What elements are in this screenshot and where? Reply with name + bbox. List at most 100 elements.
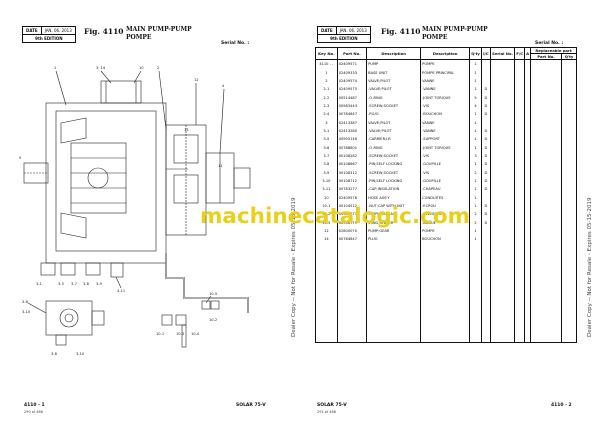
cell-replaceable-part-no xyxy=(530,193,563,202)
cell-ic xyxy=(480,226,491,236)
callout: 10-1 xyxy=(156,332,164,336)
figure-number: Fig. 4110 xyxy=(381,27,421,36)
catalog-watermark: machinecatalogic.com xyxy=(200,204,470,229)
cell-description-fr: POMPE xyxy=(420,226,471,236)
serial-label: Serial No. : xyxy=(221,41,250,46)
empty-cell xyxy=(514,243,526,343)
cell-serial xyxy=(489,135,516,144)
cell-fc xyxy=(514,185,526,194)
cell-part-no: 02413280 xyxy=(336,126,368,136)
callout: 3-8 xyxy=(83,282,90,286)
cell-qty: 2 xyxy=(469,168,482,177)
cell-qty: 1 xyxy=(469,193,482,202)
cell-ic: D xyxy=(480,110,491,119)
cell-description-fr: VANNE xyxy=(420,76,471,86)
cell-description-fr: .GOUPILLE xyxy=(420,176,471,186)
cell-replaceable-qty xyxy=(561,218,577,227)
cell-part-no: 00783277 xyxy=(336,185,368,194)
cell-ic xyxy=(480,59,491,69)
cell-serial xyxy=(489,101,516,111)
figure-title-en: MAIN PUMP-PUMP xyxy=(126,26,192,33)
cell-replaceable-qty xyxy=(561,101,577,111)
figure-number: Fig. 4110 xyxy=(84,27,124,36)
cell-replaceable-part-no xyxy=(530,185,563,194)
header-description-en: Description xyxy=(366,47,422,60)
cell-qty: 4 xyxy=(469,101,482,111)
cell-ic: D xyxy=(480,151,491,161)
cell-description-en: .O-RING xyxy=(366,93,422,102)
cell-replaceable-part-no xyxy=(530,160,563,169)
cell-key-no: 3-10 xyxy=(315,176,338,186)
date-label: DATE xyxy=(23,27,42,34)
cell-description-en: BASE UNIT xyxy=(366,68,422,77)
callout: 3-8 xyxy=(22,300,29,304)
cell-replaceable-qty xyxy=(561,93,577,102)
header-replaceable-part-no: Part No. xyxy=(530,53,563,60)
cell-description-en: .PIN;SELF LOCKING xyxy=(366,160,422,169)
cell-serial xyxy=(489,151,516,161)
cell-qty: 5 xyxy=(469,93,482,102)
callout: 2 xyxy=(157,66,159,70)
cell-fc xyxy=(514,59,526,69)
cell-qty: 1 xyxy=(469,176,482,186)
cell-part-no: 02409574 xyxy=(336,76,368,86)
cell-qty: 1 xyxy=(469,68,482,77)
cell-description-en: .VALVE;PILOT xyxy=(366,126,422,136)
cell-serial xyxy=(489,68,516,77)
cell-qty: 1 xyxy=(469,143,482,152)
cell-qty: 3 xyxy=(469,151,482,161)
cell-qty: 1 xyxy=(469,126,482,136)
cell-key-no: 2-1 xyxy=(315,85,338,94)
empty-cell xyxy=(480,243,491,343)
cell-replaceable-qty xyxy=(561,193,577,202)
cell-replaceable-part-no xyxy=(530,201,563,211)
table-empty-space xyxy=(315,243,577,343)
cell-serial xyxy=(489,160,516,169)
cell-part-no: 02409578 xyxy=(336,193,368,202)
empty-cell xyxy=(469,243,482,343)
callout: 3-11 xyxy=(117,289,125,293)
cell-description-fr: .GOUPILLE xyxy=(420,160,471,169)
cell-description-fr: .JOINT TORIQUE xyxy=(420,93,471,102)
cell-serial xyxy=(489,193,516,202)
cell-key-no: 2-2 xyxy=(315,93,338,102)
cell-description-fr: BOUCHON xyxy=(420,235,471,244)
cell-qty: 1 xyxy=(469,110,482,119)
cell-qty: 1 xyxy=(469,235,482,244)
cell-replaceable-qty xyxy=(561,176,577,186)
cell-replaceable-part-no xyxy=(530,176,563,186)
cell-serial xyxy=(489,201,516,211)
table-header-row: Key No. Part No. Description Description… xyxy=(315,47,577,60)
cell-fc xyxy=(514,93,526,102)
cell-part-no: 00788601 xyxy=(336,143,368,152)
cell-key-no: 3 xyxy=(315,118,338,127)
cell-replaceable-qty xyxy=(561,118,577,127)
cell-description-fr: .BOUCHON xyxy=(420,110,471,119)
header-replaceable: Replaceable part xyxy=(530,47,577,54)
cell-qty: 1 xyxy=(469,59,482,69)
cell-part-no: 00104512 xyxy=(336,201,368,211)
figure-title: MAIN PUMP-PUMP POMPE xyxy=(126,26,192,42)
cell-description-fr: .SUPPORT xyxy=(420,135,471,144)
cell-fc xyxy=(514,101,526,111)
date-label: DATE xyxy=(318,27,337,34)
empty-cell xyxy=(336,243,368,343)
callout: 3-7 xyxy=(71,282,77,286)
cell-description-en: PLUG xyxy=(366,235,422,244)
figure-title-fr: POMPE xyxy=(422,34,448,41)
cell-key-no: 1 xyxy=(315,68,338,77)
cell-fc xyxy=(514,168,526,177)
figure-title: MAIN PUMP-PUMP POMPE xyxy=(422,26,488,42)
cell-key-no: 2-3 xyxy=(315,101,338,111)
cell-fc xyxy=(514,226,526,236)
cell-fc xyxy=(514,235,526,244)
edition-label: 9th EDITION xyxy=(330,36,358,41)
pump-body xyxy=(45,102,167,264)
